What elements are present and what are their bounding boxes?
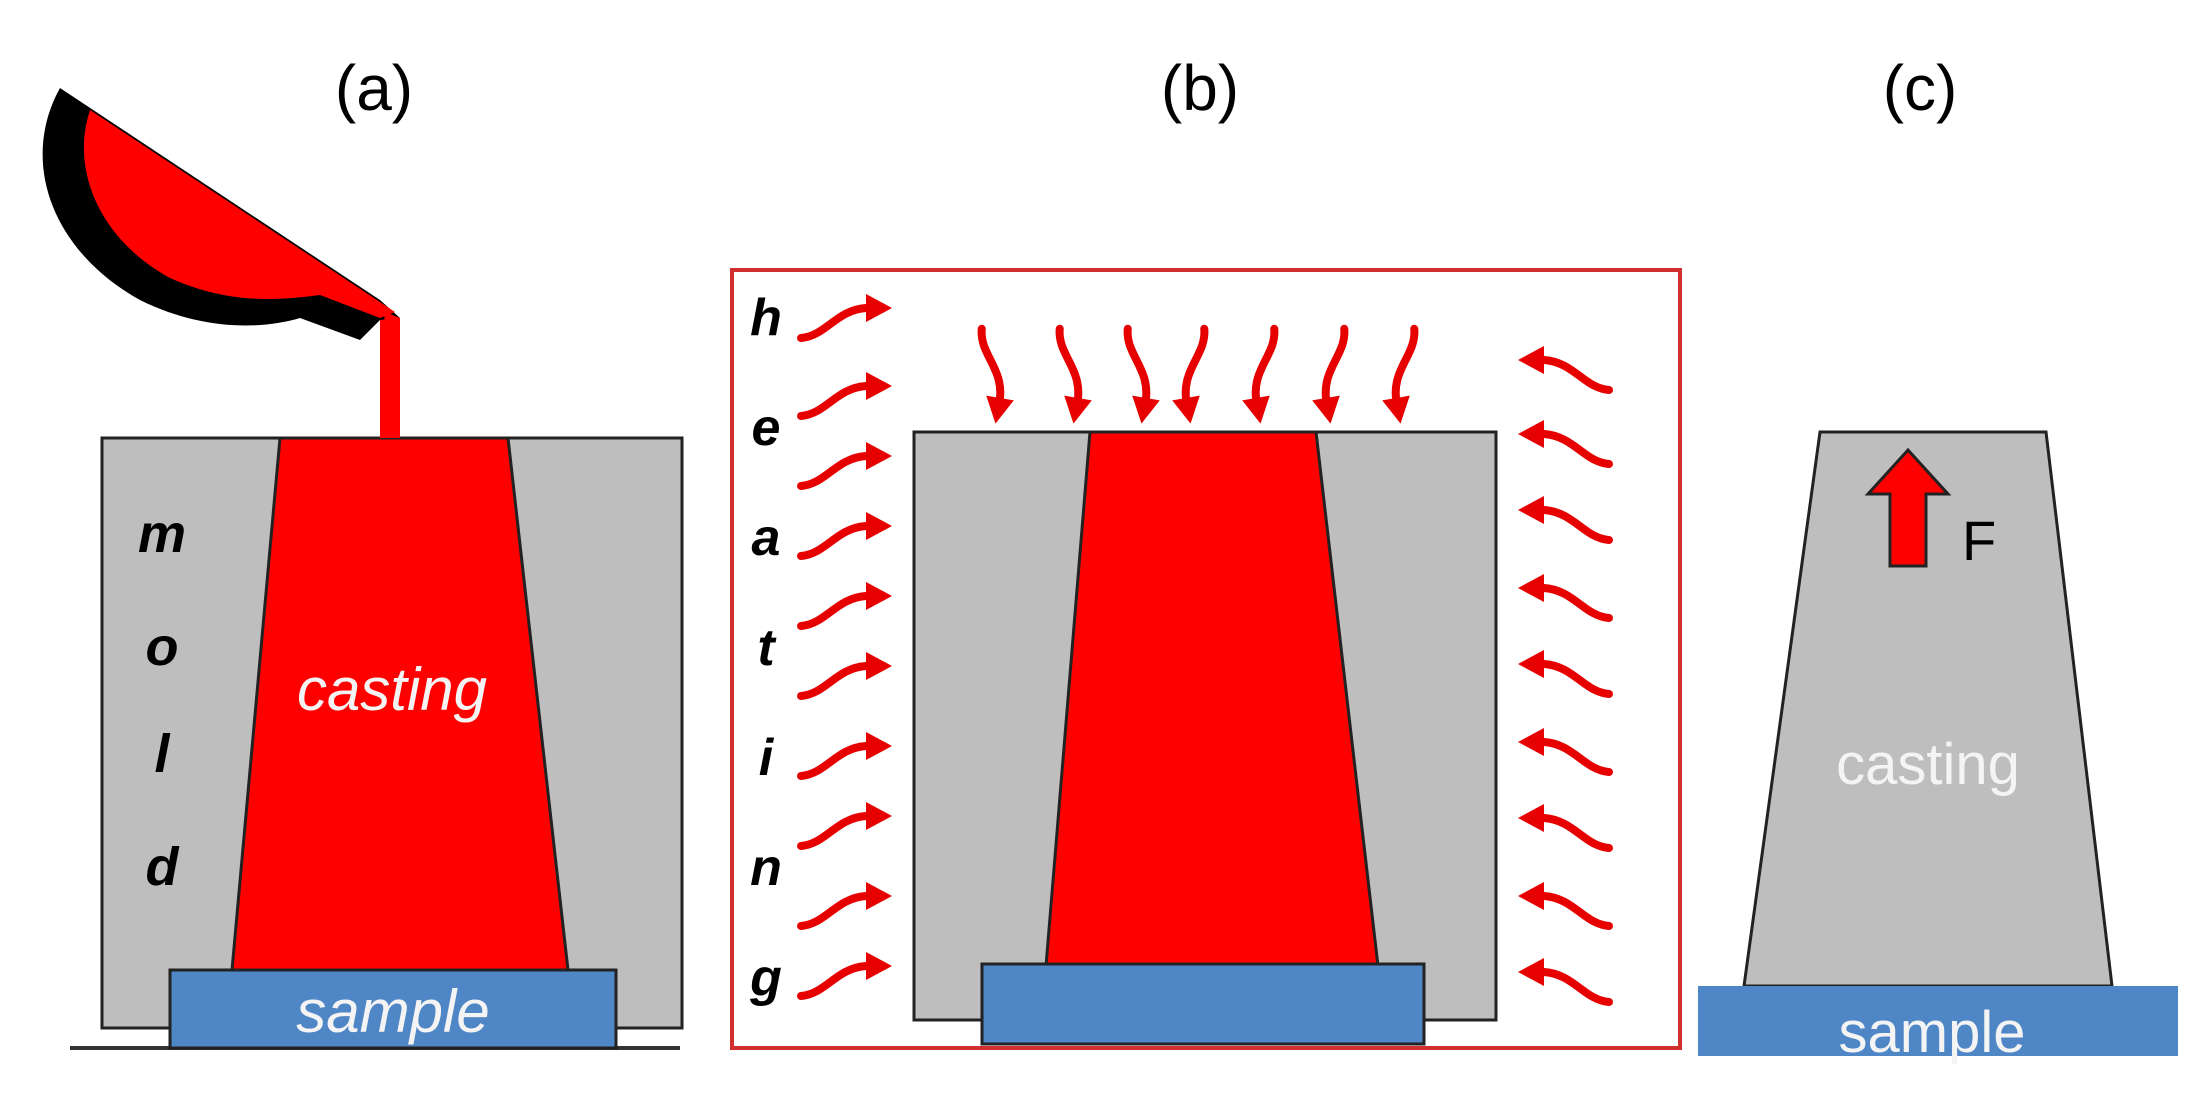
- heat-arrow-icon: [801, 802, 892, 846]
- heat-arrow-icon: [1518, 346, 1609, 390]
- up-arrow-icon: [1864, 447, 1952, 568]
- heat-arrow-icon: [801, 732, 892, 776]
- heat-arrow-icon: [801, 882, 892, 926]
- panel-c-label: (c): [1883, 52, 1958, 124]
- heat-arrow-icon: [801, 294, 892, 338]
- heat-arrow-icon: [1161, 329, 1220, 426]
- heat-arrow-icon: [801, 442, 892, 486]
- panel-a: (a) m o l d casting sample: [42, 52, 684, 1050]
- solid-casting: [1742, 430, 2114, 988]
- heat-arrow-icon: [1044, 329, 1103, 426]
- sample-base-a: [168, 968, 618, 1050]
- heat-arrow-icon: [801, 652, 892, 696]
- heating-letter-a: a: [752, 509, 781, 567]
- heat-arrow-icon: [1518, 804, 1609, 848]
- heating-letter-n: n: [750, 839, 782, 897]
- panel-b-label: (b): [1161, 52, 1239, 124]
- heating-letter-i: i: [759, 729, 775, 787]
- heating-chamber-frame: [730, 268, 1682, 1050]
- heat-arrow-icon: [801, 512, 892, 556]
- sample-base-b: [980, 962, 1426, 1046]
- heat-arrows-left: [801, 294, 892, 996]
- heat-arrows-top: [966, 329, 1430, 426]
- mold-letter-m: m: [138, 504, 186, 564]
- heating-letter-e: e: [752, 399, 781, 457]
- panel-c: (c) F casting sample: [1698, 52, 2178, 1065]
- heat-arrow-icon: [1301, 329, 1360, 426]
- heat-arrow-icon: [1112, 329, 1171, 426]
- mold-letter-o: o: [146, 617, 179, 677]
- sample-label-a: sample: [296, 978, 489, 1045]
- panel-b: (b) h e a t i n g: [730, 52, 1682, 1050]
- mold-letter-l: l: [154, 724, 170, 784]
- panel-a-label: (a): [335, 52, 413, 124]
- heat-arrow-icon: [1518, 728, 1609, 772]
- heat-arrow-icon: [1518, 650, 1609, 694]
- sample-base-c: [1698, 986, 2178, 1056]
- heat-arrow-icon: [1518, 882, 1609, 926]
- mold-letter-d: d: [146, 837, 180, 897]
- heating-letter-g: g: [749, 949, 782, 1007]
- heat-arrow-icon: [1518, 420, 1609, 464]
- sample-label-c: sample: [1839, 1000, 2026, 1065]
- heat-arrow-icon: [1518, 958, 1609, 1002]
- heating-letter-t: t: [757, 619, 777, 677]
- casting-label-c: casting: [1836, 732, 2020, 797]
- heat-arrows-right: [1518, 346, 1609, 1002]
- heat-arrow-icon: [1231, 329, 1290, 426]
- heat-arrow-icon: [801, 952, 892, 996]
- ladle-icon: [42, 88, 401, 345]
- force-label: F: [1962, 509, 1996, 572]
- heat-arrow-icon: [801, 372, 892, 416]
- heat-arrow-icon: [1371, 329, 1430, 426]
- heat-arrow-icon: [1518, 574, 1609, 618]
- heat-arrow-icon: [801, 582, 892, 626]
- casting-label-a: casting: [297, 656, 487, 723]
- heat-arrow-icon: [1518, 496, 1609, 540]
- heat-arrow-icon: [966, 329, 1025, 426]
- pour-stream: [380, 318, 400, 438]
- heating-letter-h: h: [750, 289, 782, 347]
